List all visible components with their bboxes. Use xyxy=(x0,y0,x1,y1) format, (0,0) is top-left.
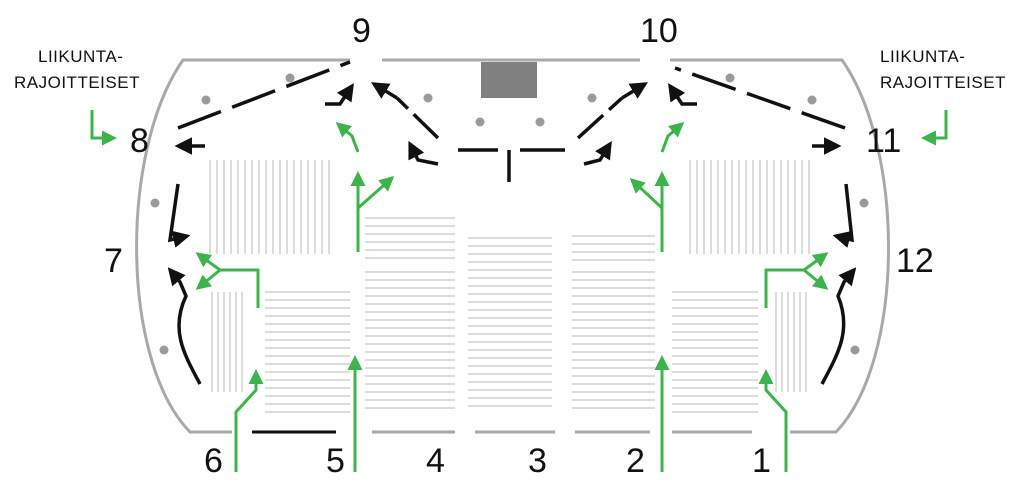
entrance-6-label: 6 xyxy=(204,442,223,480)
entrance-3-label: 3 xyxy=(528,442,547,480)
seat-block-3 xyxy=(468,237,552,407)
entrance-5-label: 5 xyxy=(326,442,345,480)
entrance-4-label: 4 xyxy=(426,442,445,480)
entrance-12-label: 12 xyxy=(896,242,934,280)
outer-wall xyxy=(135,58,890,434)
mobility-label-left-line1: LIIKUNTA- xyxy=(38,47,123,66)
entrance-1-label: 1 xyxy=(752,442,771,480)
arrow-to-10-b xyxy=(576,96,624,140)
entrance-9-label: 9 xyxy=(352,12,371,50)
seating-blocks xyxy=(209,160,810,413)
stage-block xyxy=(481,62,537,98)
arrow-to-9-b xyxy=(395,96,440,140)
seat-block-2-lower xyxy=(572,271,655,409)
green-route-10 xyxy=(629,177,664,252)
arrow-to-9-a xyxy=(325,83,354,106)
arrow-to-10-c xyxy=(621,82,648,100)
arrow-to-7-a xyxy=(167,183,191,248)
seat-block-6 xyxy=(265,291,350,413)
arrow-to-10-a xyxy=(668,83,697,106)
seat-block-left-upper xyxy=(209,160,330,254)
seat-block-1 xyxy=(672,291,758,413)
arrow-to-9-c xyxy=(371,82,398,100)
arrow-to-10-d xyxy=(583,141,612,166)
mobility-label-right-line1: LIIKUNTA- xyxy=(880,47,965,66)
seat-block-4-upper xyxy=(365,217,455,259)
entry-routes xyxy=(90,110,948,472)
wall-dots xyxy=(150,73,869,355)
arrow-to-7-b xyxy=(167,267,202,385)
arrow-to-12-b xyxy=(820,267,857,385)
seat-block-right-upper xyxy=(689,160,810,254)
accessible-route-left-icon xyxy=(90,110,117,146)
arrow-to-9-d xyxy=(408,140,439,166)
entrance-11-label: 11 xyxy=(866,122,901,160)
green-route-12 xyxy=(764,252,829,308)
green-route-7 xyxy=(195,252,260,308)
entrance-7-label: 7 xyxy=(104,242,123,280)
entrance-8-label: 8 xyxy=(130,122,149,160)
arrow-to-12-a xyxy=(832,183,855,248)
seat-block-left-lower xyxy=(211,292,243,392)
mobility-label-right-line2: RAJOITTEISET xyxy=(880,73,1006,92)
green-route-6 xyxy=(234,369,264,472)
exit-routes xyxy=(167,60,857,385)
entrance-2-label: 2 xyxy=(626,442,645,480)
seat-block-right-lower xyxy=(775,292,807,392)
route-8-left xyxy=(177,60,351,130)
route-11-right xyxy=(674,66,846,130)
seat-block-2-upper xyxy=(572,235,655,261)
accessible-route-right-icon xyxy=(921,110,948,146)
green-route-1 xyxy=(758,369,788,472)
seat-block-5-lower xyxy=(365,271,455,409)
entrance-10-label: 10 xyxy=(640,12,678,50)
mobility-label-left-line2: RAJOITTEISET xyxy=(14,73,140,92)
